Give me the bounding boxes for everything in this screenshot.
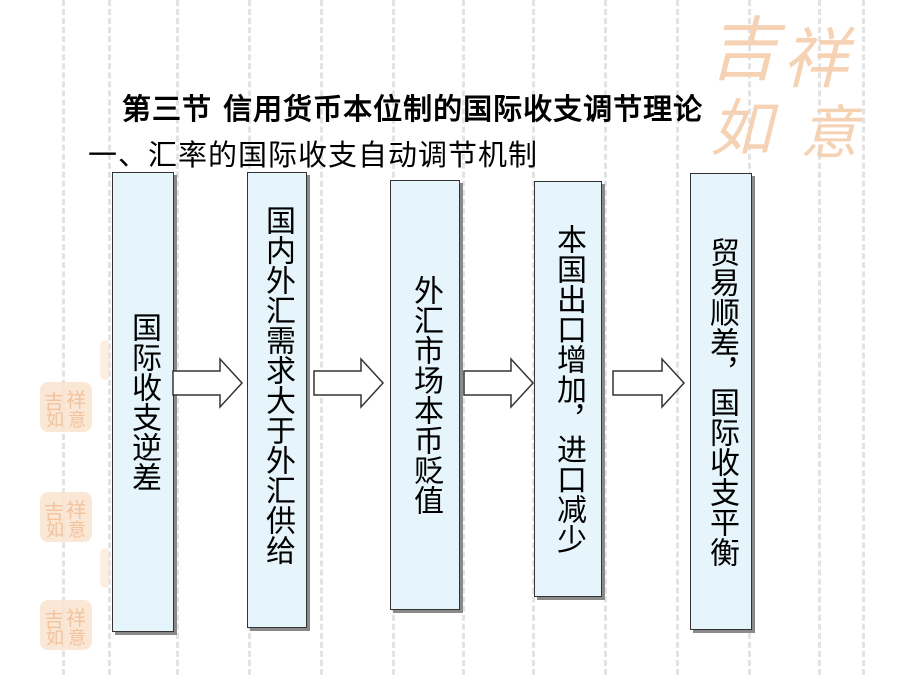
flow-box-label: 贸易顺差，国际收支平衡 (704, 236, 739, 567)
seal-icon: 吉祥 如意 (40, 492, 92, 542)
seal-icon: 吉祥 如意 (40, 600, 92, 650)
right-arrow-icon (313, 357, 385, 409)
flow-box-label: 本国出口增加，进口减少 (551, 224, 586, 554)
slide-subtitle: 一、汇率的国际收支自动调节机制 (88, 138, 539, 172)
flow-box-label: 国内外汇需求大于外汇供给 (260, 205, 295, 565)
seal-icon (100, 548, 110, 588)
flow-box-label: 外汇市场本币贬值 (408, 275, 443, 515)
flow-box-demand: 国内外汇需求大于外汇供给 (247, 172, 307, 628)
seal-icon: 吉祥 如意 (40, 382, 92, 432)
flow-box-trade-change: 本国出口增加，进口减少 (534, 181, 602, 597)
right-arrow-icon (463, 357, 535, 409)
flow-box-balance: 贸易顺差，国际收支平衡 (690, 173, 752, 630)
right-arrow-icon (172, 357, 244, 409)
flow-box-deficit: 国际收支逆差 (112, 172, 174, 632)
seal-icon: 吉 祥 如 意 (708, 9, 859, 167)
seal-icon (100, 340, 110, 380)
flow-box-label: 国际收支逆差 (126, 312, 161, 492)
slide-title: 第三节 信用货币本位制的国际收支调节理论 (122, 92, 704, 126)
right-arrow-icon (612, 357, 686, 409)
flow-box-depreciation: 外汇市场本币贬值 (390, 180, 460, 610)
